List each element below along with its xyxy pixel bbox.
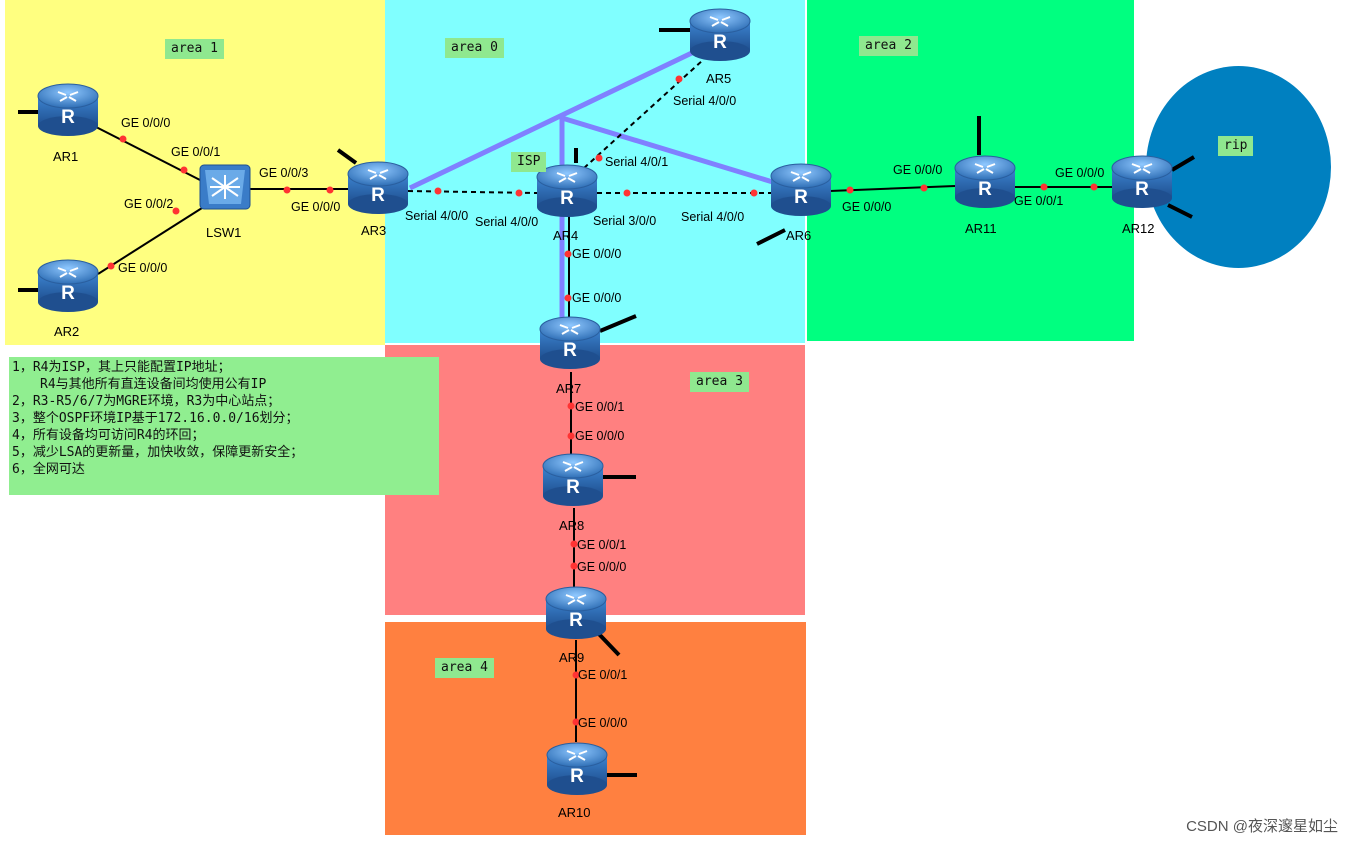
router-ar6-icon [770,163,832,217]
port-label: GE 0/0/1 [577,538,627,552]
port-dot [1040,183,1048,191]
note-line-3: 3，整个OSPF环境IP基于172.16.0.0/16划分； [12,411,299,426]
device-label-ar7: AR7 [556,381,582,396]
port-dot [570,540,578,548]
serial-link-ar3-ar4 [407,190,538,194]
port-dot [920,184,928,192]
port-dot [107,262,115,270]
port-label: GE 0/0/1 [578,668,628,682]
device-label-ar12: AR12 [1122,221,1155,236]
router-ar5-icon [689,8,751,62]
device-label-ar6: AR6 [786,228,812,243]
router-ar11-icon [954,155,1016,209]
port-label: Serial 4/0/0 [405,209,469,223]
port-label: GE 0/0/2 [124,197,174,211]
router-ar2-icon [37,259,99,313]
port-dot [180,166,188,174]
link-ar2-lsw1 [97,207,203,275]
router-ar7-icon [539,316,601,370]
port-dot [434,187,442,195]
port-label: GE 0/0/3 [259,166,309,180]
port-label: GE 0/0/0 [118,261,168,275]
device-label-ar4: AR4 [553,228,579,243]
port-dot [623,189,631,197]
port-label: GE 0/0/0 [572,247,622,261]
router-ar3-icon [347,161,409,215]
port-dot [675,75,683,83]
device-label-ar5: AR5 [706,71,732,86]
port-dot [1090,183,1098,191]
device-label-ar1: AR1 [53,149,79,164]
switch-lsw1-icon [199,164,251,210]
router-ar1-icon [37,83,99,137]
area4-region [385,622,806,835]
port-label: GE 0/0/1 [575,400,625,414]
port-dot [564,294,572,302]
router-ar9-icon [545,586,607,640]
port-dot [846,186,854,194]
port-dot [326,186,334,194]
port-label: GE 0/0/0 [572,291,622,305]
device-label-ar10: AR10 [558,805,591,820]
note-line-1: 1，R4为ISP，其上只能配置IP地址； [12,360,231,375]
router-ar4-icon [536,164,598,218]
requirements-note: 1，R4为ISP，其上只能配置IP地址； R4与其他所有直连设备间均使用公有IP… [9,357,439,495]
port-label: Serial 4/0/0 [475,215,539,229]
port-dot [750,189,758,197]
device-label-ar9: AR9 [559,650,585,665]
port-label: GE 0/0/0 [577,560,627,574]
area2-tag: area 2 [859,36,918,56]
port-dot [567,432,575,440]
port-label: GE 0/0/0 [1055,166,1105,180]
note-line-1b: R4与其他所有直连设备间均使用公有IP [40,377,267,392]
port-label: GE 0/0/0 [121,116,171,130]
port-dot [119,135,127,143]
device-label-lsw1: LSW1 [206,225,242,240]
router-ar12-icon [1111,155,1173,209]
port-label: Serial 4/0/1 [605,155,669,169]
device-label-ar11: AR11 [965,221,997,236]
port-label: GE 0/0/1 [1014,194,1064,208]
area3-tag: area 3 [690,372,749,392]
note-line-5: 5，减少LSA的更新量，加快收敛，保障更新安全； [12,445,304,460]
device-label-ar8: AR8 [559,518,585,533]
port-label: GE 0/0/0 [578,716,628,730]
port-dot [172,207,180,215]
port-dot [283,186,291,194]
port-label: GE 0/0/0 [575,429,625,443]
router-ar10-icon [546,742,608,796]
device-label-ar2: AR2 [54,324,80,339]
port-dot [572,718,580,726]
area1-tag: area 1 [165,39,224,59]
port-label: GE 0/0/0 [842,200,892,214]
port-dot [515,189,523,197]
isp-tag: ISP [511,152,547,172]
port-label: Serial 4/0/0 [681,210,745,224]
note-line-2: 2，R3-R5/6/7为MGRE环境，R3为中心站点； [12,394,281,409]
note-line-6: 6，全网可达 [12,462,85,477]
port-dot [564,250,572,258]
port-label: GE 0/0/0 [291,200,341,214]
port-dot [572,671,580,679]
mgre-link-hub-ar6 [561,115,777,186]
mgre-link-ar3-ar5 [408,47,700,191]
device-label-ar3: AR3 [361,223,387,238]
area0-tag: area 0 [445,38,504,58]
rip-tag: rip [1218,136,1254,156]
port-label: GE 0/0/1 [171,145,221,159]
router-ar8-icon [542,453,604,507]
port-dot [570,562,578,570]
mgre-links [408,47,777,318]
port-label: Serial 3/0/0 [593,214,657,228]
area4-tag: area 4 [435,658,494,678]
port-dot [567,402,575,410]
watermark: CSDN @夜深邃星如尘 [1186,818,1338,835]
port-label: GE 0/0/0 [893,163,943,177]
port-label: Serial 4/0/0 [673,94,737,108]
port-dot [595,154,603,162]
note-line-4: 4，所有设备均可访问R4的环回； [12,428,205,443]
